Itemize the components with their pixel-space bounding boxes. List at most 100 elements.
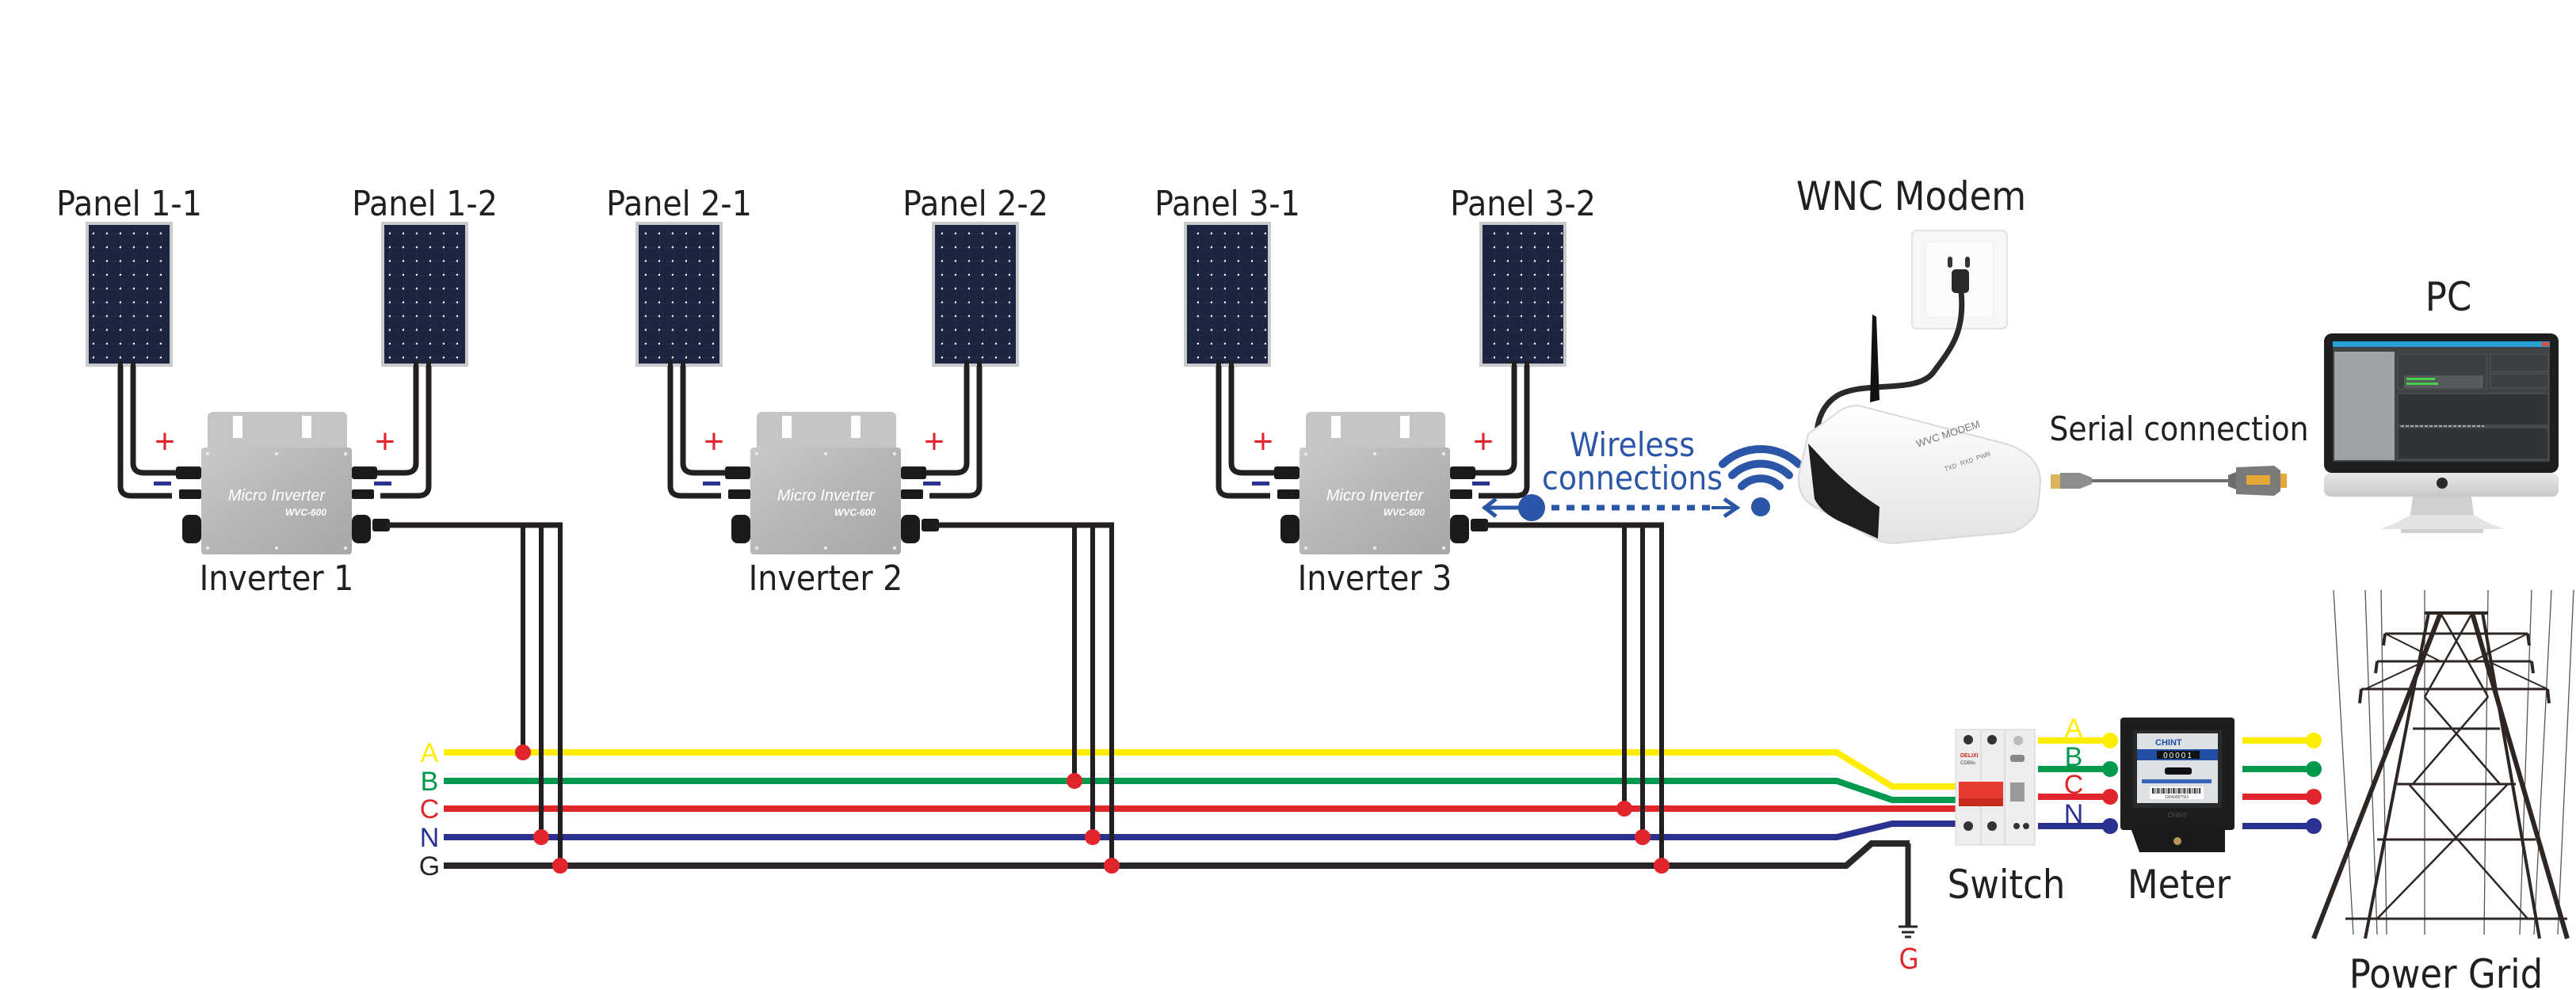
bus-label-b: B [421,767,439,797]
panel-cells [639,225,719,364]
screw [1372,546,1377,550]
barcode-bar [2162,788,2164,794]
screw [1372,451,1377,456]
inverter-model: WVC-600 [834,507,876,518]
phase-label: C [2064,770,2084,800]
mc4-connector [725,466,750,479]
screw [823,451,828,456]
barcode-bar [2197,788,2198,794]
grid-terminal [2306,818,2322,834]
inverter-label: Inverter 1 [200,558,354,599]
antenna [1870,314,1880,402]
mc4-connector [901,466,926,479]
panel-cells [935,225,1016,364]
grid-terminal [2306,733,2322,748]
panel-label: Panel 1-2 [352,184,498,224]
mc4-connector [1277,489,1299,499]
power-grid-tower: Power Grid [2311,589,2574,990]
wireless-label-line1: Wireless [1570,425,1695,464]
barcode-bar [2171,788,2172,794]
plus-sign: + [155,422,175,461]
dc-cable-negative [929,366,983,499]
bus-label-n: N [420,823,440,853]
screw [1303,451,1308,456]
meter-serial: 12040087561 [2165,795,2189,800]
plus-sign: + [924,422,945,461]
meter-label: Meter [2128,862,2231,908]
pc-monitor: PC [2324,274,2559,533]
inverter-brand-text: Micro Inverter [777,487,876,505]
barcode-bar [2192,788,2193,794]
screw [343,451,348,456]
plus-sign: + [1253,422,1273,461]
panel-label: Panel 2-2 [903,184,1048,224]
screw [754,451,759,456]
pc-label: PC [2425,274,2472,320]
ac-plug [922,519,939,531]
mc4-connector [901,489,923,499]
mc4-connector [1450,466,1475,479]
junction-dot [1616,801,1632,817]
inverter-bracket [208,412,347,447]
bracket-slot [782,416,792,438]
barcode-bar [2180,788,2181,794]
serial-label: Serial connection [2049,409,2308,448]
mc4-connector [1450,489,1472,499]
inverter-model: WVC-600 [285,507,326,518]
wireless-label-line2: connections [1542,459,1723,497]
grid-terminal [2306,761,2322,777]
bus-label-c: C [420,794,440,824]
modem-body: WVC MODEM TXD RXD PWR [1797,404,2042,544]
barcode-bar [2190,788,2192,794]
wireless-node [1518,494,1545,521]
dc-cable-positive [377,366,419,476]
screw [754,546,759,550]
bracket-slot [851,416,861,438]
mc4-connector [1274,466,1299,479]
solar-panel: Panel 1-2 [352,184,498,372]
minus-sign [154,482,171,485]
solar-panel: Panel 2-2 [903,184,1048,372]
minus-sign [1252,482,1269,485]
switch-label: Switch [1948,862,2066,908]
barcode-bar [2178,788,2180,794]
panel-cells [384,225,465,364]
power-cord [1813,291,1965,440]
dc-cable-positive [130,366,176,476]
panel-label: Panel 3-1 [1154,184,1300,224]
meter-reading: 00001 [2163,752,2193,760]
ac-port [182,515,201,543]
barcode-bar [2161,788,2162,794]
minus-sign [374,482,391,485]
meter-barcode [2152,788,2200,794]
barcode-bar [2183,788,2185,794]
meter-terminal [2102,789,2118,805]
barcode-bar [2166,788,2167,794]
junction-dot [1067,773,1082,789]
meter-brand: CHINT [2155,738,2182,748]
dc-cable-positive [1228,366,1274,476]
inverter-body [201,447,352,554]
switch-brand: DELIXI [1960,753,1979,759]
bracket-slot [302,416,311,438]
barcode-bar [2174,788,2176,794]
switch-model: CDB6s [1960,761,1975,766]
bus-line-a [444,749,1956,790]
dc-cable-positive [1475,366,1517,476]
dc-cable-negative [1479,366,1530,499]
barcode-bar [2152,788,2154,794]
inverter-brand-text: Micro Inverter [228,487,326,505]
serial-cable: Serial connection [2049,409,2309,496]
dc-cable-positive [680,366,725,476]
dc-cable-negative [667,366,721,499]
barcode-bar [2158,788,2160,794]
arrow-right-icon [1723,497,1741,519]
inverter-body [750,447,901,554]
meter-terminal [2102,818,2118,834]
mc4-connector [728,489,750,499]
ac-port [731,515,750,543]
junction-dot [1635,829,1651,845]
